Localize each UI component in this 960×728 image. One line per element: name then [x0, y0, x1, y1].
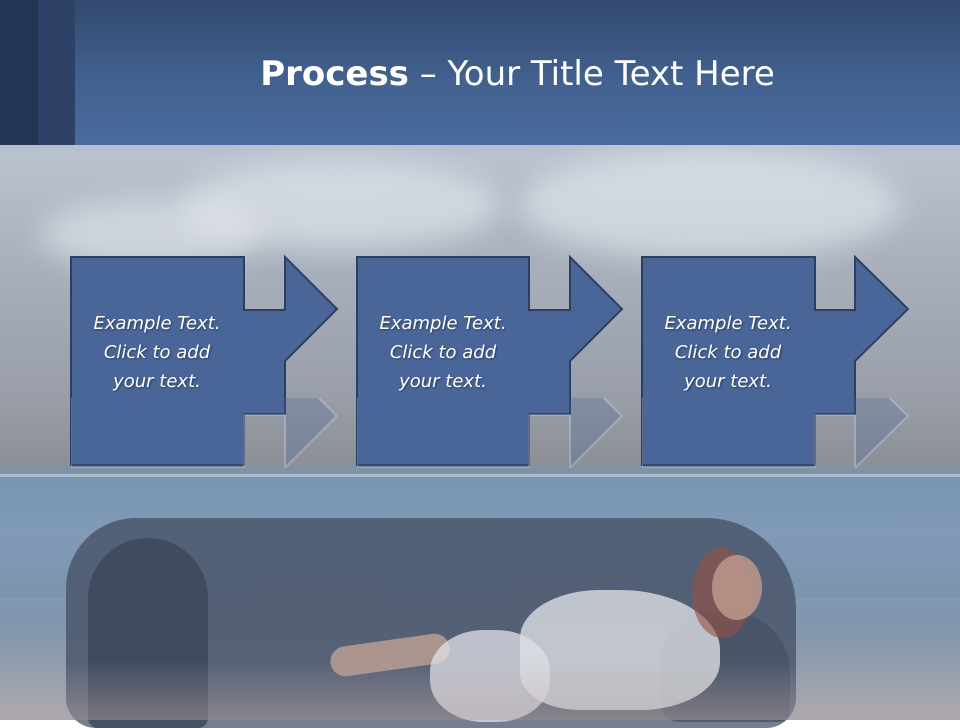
- sleeping-figure: [520, 590, 720, 710]
- step-reflection: [71, 398, 339, 468]
- step-text[interactable]: Example Text. Click to add your text.: [642, 309, 814, 396]
- step-text-line: Click to add: [674, 342, 782, 363]
- step-text[interactable]: Example Text. Click to add your text.: [357, 309, 529, 396]
- step-text-line: your text.: [684, 371, 772, 392]
- header-accent-strip: [38, 0, 75, 145]
- shore: [0, 660, 960, 720]
- slide-title[interactable]: Process – Your Title Text Here: [75, 52, 960, 96]
- title-rest: – Your Title Text Here: [408, 54, 775, 94]
- horizon-line: [0, 474, 960, 477]
- title-bold: Process: [260, 54, 409, 94]
- step-text-line: Click to add: [389, 342, 497, 363]
- arrow-box-shape: [70, 254, 339, 466]
- arrow-box-shape: [356, 254, 624, 466]
- step-text[interactable]: Example Text. Click to add your text.: [71, 309, 243, 396]
- step-text-line: Example Text.: [664, 313, 792, 334]
- figure-head: [712, 555, 762, 620]
- title-bar: Process – Your Title Text Here: [0, 0, 960, 145]
- step-reflection: [642, 398, 910, 468]
- step-text-line: your text.: [113, 371, 201, 392]
- couch-arm: [88, 538, 208, 728]
- process-step-1[interactable]: Example Text. Click to add your text.: [70, 254, 411, 467]
- process-step-3[interactable]: Example Text. Click to add your text.: [641, 254, 960, 467]
- cloud: [520, 150, 900, 260]
- step-text-line: your text.: [399, 371, 487, 392]
- arrow-box-shape: [641, 254, 910, 466]
- step-text-line: Example Text.: [93, 313, 221, 334]
- step-text-line: Example Text.: [379, 313, 507, 334]
- step-text-line: Click to add: [103, 342, 211, 363]
- step-reflection: [357, 398, 624, 468]
- header-accent-strip: [0, 0, 38, 145]
- process-step-2[interactable]: Example Text. Click to add your text.: [356, 254, 697, 467]
